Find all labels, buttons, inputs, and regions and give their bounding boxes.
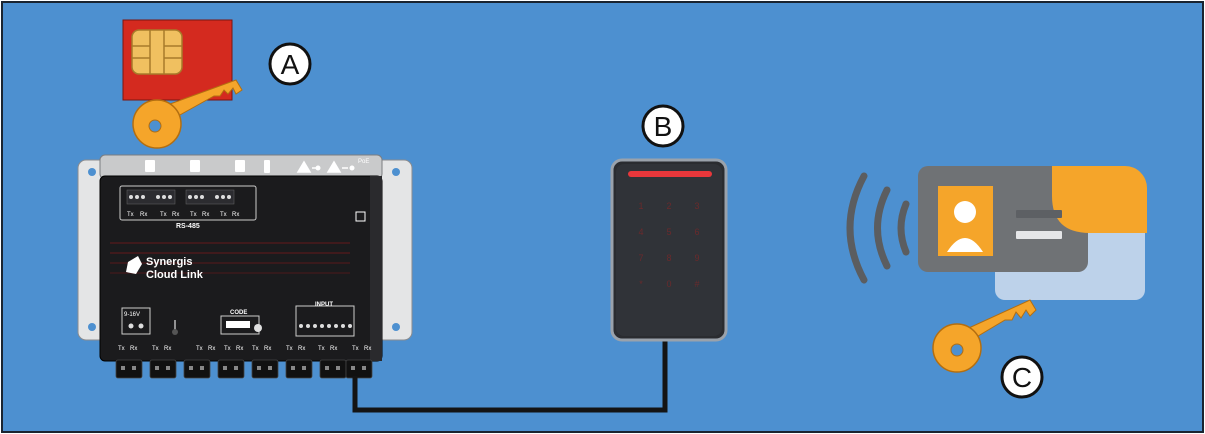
- rs485-tx-2: Tx: [160, 212, 167, 218]
- label-b-badge: B: [641, 104, 685, 148]
- rs485-terminal-block: Tx Rx Tx Rx Tx Rx Tx Rx RS-485: [119, 185, 257, 230]
- reader-key: 8: [666, 253, 671, 263]
- bottom-tx-7: Tx: [318, 346, 325, 352]
- rf-signal-icon: [846, 172, 910, 284]
- bottom-tx-1: Tx: [118, 346, 125, 352]
- reader-key: 0: [666, 279, 671, 289]
- terminal-connectors: [115, 359, 373, 379]
- reader-key: *: [639, 279, 643, 289]
- reader-key: 3: [694, 201, 699, 211]
- card-reader-device: 1 2 3 4 5 6 7 8 9 * 0 #: [610, 158, 728, 342]
- id-card-icon: [918, 166, 1147, 300]
- label-c-text: C: [1012, 362, 1032, 393]
- rs485-tx-4: Tx: [220, 212, 227, 218]
- bottom-rs485-row: Tx Rx Tx Rx Tx Rx Tx Rx Tx Rx Tx Rx Tx R…: [118, 346, 371, 352]
- label-b-text: B: [654, 111, 673, 142]
- reader-key: 7: [638, 253, 643, 263]
- bottom-rx-5: Rx: [264, 346, 271, 352]
- bottom-rx-2: Rx: [164, 346, 171, 352]
- code-dip-switch: CODE: [220, 310, 262, 335]
- label-c-badge: C: [1000, 355, 1044, 399]
- controller-led-band: [110, 242, 350, 274]
- bottom-rx-6: Rx: [298, 346, 305, 352]
- rs485-label: RS-485: [176, 223, 200, 230]
- rs485-rx-2: Rx: [172, 212, 179, 218]
- rs485-tx-3: Tx: [190, 212, 197, 218]
- bottom-rx-7: Rx: [330, 346, 337, 352]
- label-a-badge: A: [268, 42, 312, 86]
- bottom-rx-3: Rx: [208, 346, 215, 352]
- sim-chip-icon: [131, 29, 183, 75]
- bottom-rx-4: Rx: [236, 346, 243, 352]
- reader-key: 5: [666, 227, 671, 237]
- bottom-tx-5: Tx: [252, 346, 259, 352]
- bottom-tx-6: Tx: [286, 346, 293, 352]
- bottom-tx-2: Tx: [152, 346, 159, 352]
- controller-device: PoE Tx Rx Tx Rx Tx Rx Tx Rx RS-485: [77, 154, 413, 379]
- poe-label: PoE: [358, 159, 369, 165]
- sim-card-icon: [122, 19, 233, 101]
- reader-keypad: 1 2 3 4 5 6 7 8 9 * 0 #: [638, 201, 699, 289]
- rs485-rx-4: Rx: [232, 212, 239, 218]
- bottom-tx-8: Tx: [352, 346, 359, 352]
- input-label: INPUT: [315, 302, 333, 308]
- brand-line2: Cloud Link: [146, 269, 204, 281]
- reader-key: 4: [638, 227, 643, 237]
- label-a-text: A: [281, 49, 300, 80]
- bottom-tx-4: Tx: [224, 346, 231, 352]
- key-icon-a: [132, 79, 243, 149]
- key-icon-c: [932, 299, 1037, 373]
- reader-key: 6: [694, 227, 699, 237]
- nfc-icon: [355, 211, 366, 222]
- reader-key: 2: [666, 201, 671, 211]
- reader-key: 9: [694, 253, 699, 263]
- rs485-rx-3: Rx: [202, 212, 209, 218]
- power-label: 9-16V: [124, 312, 140, 318]
- reader-key: #: [694, 279, 699, 289]
- power-terminal: 9-16V: [121, 307, 178, 335]
- reader-key: 1: [638, 201, 643, 211]
- bottom-rx-8: Rx: [364, 346, 371, 352]
- synergis-logo: Synergis Cloud Link: [126, 256, 204, 281]
- rs485-rx-1: Rx: [140, 212, 147, 218]
- code-label: CODE: [230, 310, 247, 316]
- reader-status-led: [628, 171, 712, 177]
- reader-cable: [352, 340, 668, 413]
- bottom-rx-1: Rx: [130, 346, 137, 352]
- rs485-tx-1: Tx: [127, 212, 134, 218]
- controller-port-icons: [145, 160, 355, 173]
- input-terminal: INPUT: [295, 302, 355, 337]
- brand-line1: Synergis: [146, 256, 192, 268]
- bottom-tx-3: Tx: [196, 346, 203, 352]
